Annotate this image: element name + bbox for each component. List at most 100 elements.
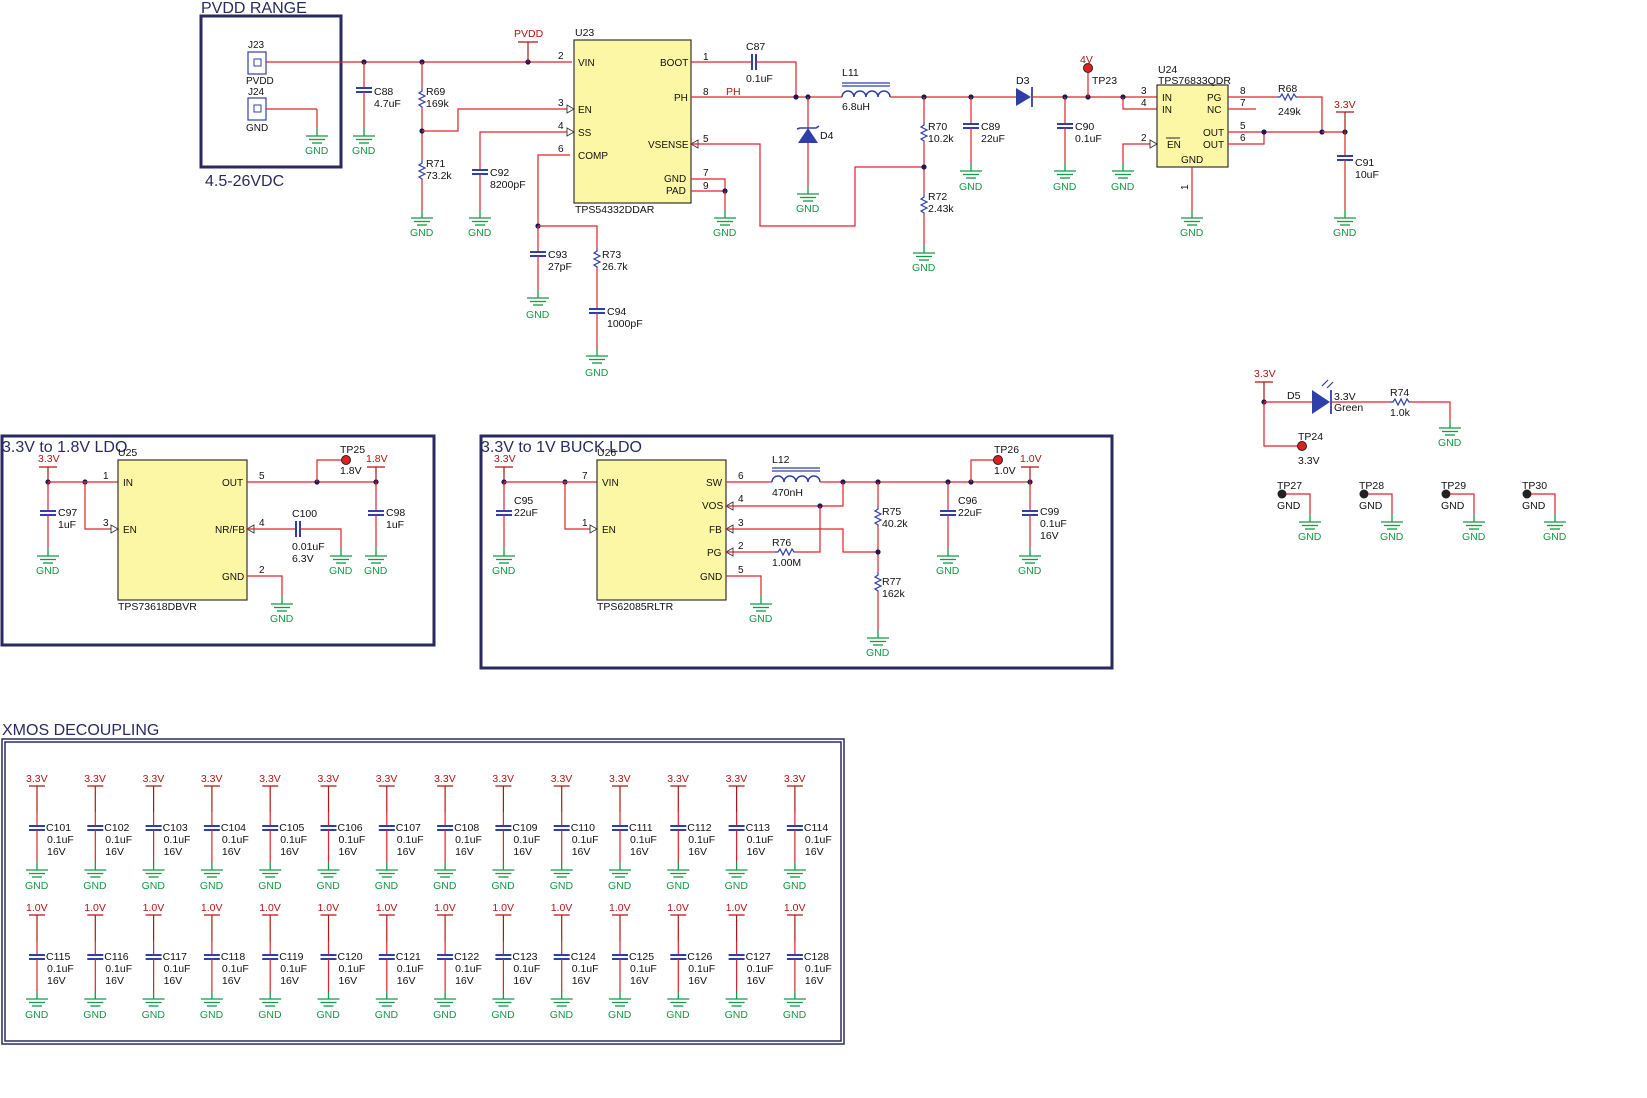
tp27-value: GND — [1277, 500, 1301, 512]
decoupling-cap-ref: C117 — [163, 951, 187, 963]
test-point-tp29[interactable] — [1441, 489, 1486, 530]
decoupling-cap-ref: C120 — [338, 951, 363, 963]
decoupling-cap-value: 0.1uF — [513, 963, 540, 975]
gnd-label: GND — [1111, 181, 1135, 193]
decoupling-net-label: 1.0V — [726, 902, 748, 914]
tp25-ref: TP25 — [340, 444, 365, 456]
gnd-label: GND — [491, 1009, 515, 1021]
c97-value: 1uF — [58, 519, 76, 531]
gnd-symbol — [585, 347, 609, 364]
decoupling-cap-value: 0.1uF — [164, 834, 191, 846]
u23-pin-ss: SS — [578, 128, 592, 139]
u24-pin-gnd: GND — [1181, 155, 1203, 166]
decoupling-net-label: 1.0V — [609, 902, 631, 914]
gnd-label: GND — [796, 203, 820, 215]
test-point-tp28[interactable] — [1359, 489, 1404, 530]
pvdd-range-title: PVDD RANGE — [201, 0, 307, 17]
gnd-label: GND — [200, 1009, 224, 1021]
gnd-label: GND — [1053, 181, 1077, 193]
decoupling-cap-value: 0.1uF — [280, 963, 307, 975]
capacitor-c96 — [939, 510, 957, 516]
decoupling-cap-voltage: 16V — [513, 975, 532, 987]
gnd-label: GND — [608, 1009, 632, 1021]
resistor-r74 — [1389, 398, 1411, 406]
gnd-label: GND — [270, 613, 294, 625]
gnd-symbol — [36, 547, 60, 564]
tp24-value: 3.3V — [1298, 455, 1320, 467]
gnd-label: GND — [866, 647, 890, 659]
u26-pin-sw: SW — [706, 478, 723, 489]
decoupling-cap-value: 0.1uF — [47, 963, 74, 975]
u26-pin-vin: VIN — [602, 478, 619, 489]
test-point-tp23[interactable] — [1083, 63, 1093, 73]
capacitor-symbol — [436, 825, 455, 831]
decoupling-cap-voltage: 16V — [339, 846, 358, 858]
resistor-r69 — [418, 87, 426, 109]
decoupling-cap-ref: C116 — [104, 951, 128, 963]
gnd-label: GND — [1333, 227, 1357, 239]
gnd-label: GND — [83, 1009, 107, 1021]
r73-ref: R73 — [602, 249, 621, 261]
gnd-label: GND — [491, 880, 515, 892]
v18-net-label: 1.8V — [366, 453, 388, 465]
resistor-r77 — [874, 571, 882, 593]
gnd-label: GND — [25, 1009, 49, 1021]
decoupling-cap-value: 0.1uF — [572, 834, 599, 846]
gnd-symbol — [1053, 162, 1077, 179]
gnd-symbol — [608, 990, 632, 1007]
decoupling-cap-voltage: 16V — [339, 975, 358, 987]
decoupling-cap-value: 0.1uF — [688, 834, 715, 846]
u24-pin-out: OUT — [1203, 140, 1224, 151]
capacitor-c95 — [495, 510, 513, 516]
decoupling-cap-ref: C121 — [396, 951, 421, 963]
u25-pin-in: IN — [123, 478, 133, 489]
gnd-label: GND — [725, 880, 749, 892]
u26-pin-gnd: GND — [700, 572, 722, 583]
u23-pin-pad: PAD — [666, 186, 686, 197]
capacitor-c93 — [529, 251, 547, 257]
test-point-tp27[interactable] — [1277, 489, 1322, 530]
test-point-tp24[interactable] — [1297, 441, 1307, 451]
u26-pin-num: 2 — [738, 541, 744, 552]
decoupling-cap-voltage: 16V — [222, 975, 241, 987]
u23-pin-vsense: VSENSE — [648, 140, 689, 151]
decoupling-net-label: 1.0V — [259, 902, 281, 914]
gnd-symbol — [912, 244, 936, 261]
gnd-label: GND — [550, 880, 574, 892]
decoupling-net-label: 1.0V — [26, 902, 48, 914]
decoupling-net-label: 1.0V — [551, 902, 573, 914]
decoupling-cap-value: 0.1uF — [805, 834, 832, 846]
input-arrow-icon — [1149, 139, 1158, 149]
gnd-symbol — [83, 861, 107, 878]
u26-pin-num: 5 — [738, 565, 744, 576]
tp29-ref: TP29 — [1441, 480, 1466, 492]
u24-pin-num: 8 — [1240, 86, 1246, 97]
test-point-tp26[interactable] — [993, 455, 1003, 465]
decoupling-cap-ref: C104 — [221, 822, 246, 834]
test-point-tp30[interactable] — [1522, 489, 1567, 530]
ldo-1v8-box — [0, 434, 436, 647]
v33-net-label: 3.3V — [1334, 99, 1356, 111]
u23-pin-gnd: GND — [664, 174, 686, 185]
gnd-symbol — [25, 990, 49, 1007]
decoupling-net-label: 1.0V — [201, 902, 223, 914]
r68-value: 249k — [1278, 106, 1302, 118]
test-point-tp25[interactable] — [341, 455, 351, 465]
decoupling-cap-value: 0.1uF — [339, 834, 366, 846]
c95-ref: C95 — [514, 495, 533, 507]
decoupling-cap-value: 0.1uF — [455, 963, 482, 975]
r72-value: 2.43k — [928, 203, 954, 215]
capacitor-symbol — [377, 954, 396, 960]
capacitor-symbol — [552, 954, 571, 960]
inductor-l12 — [771, 467, 821, 483]
capacitor-symbol — [319, 825, 338, 831]
gnd-symbol — [666, 861, 690, 878]
gnd-symbol — [1180, 209, 1204, 226]
